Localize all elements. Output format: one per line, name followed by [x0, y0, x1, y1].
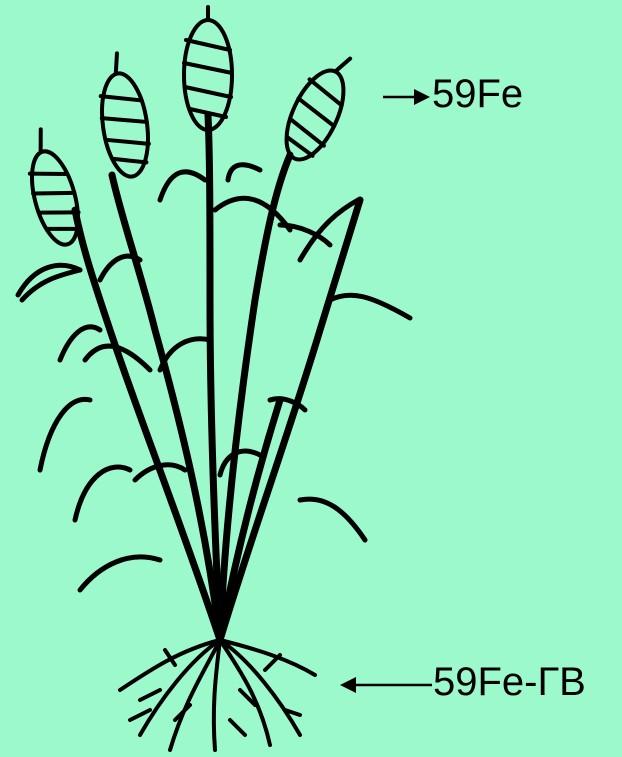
wheat-plant-icon	[18, 7, 410, 750]
label-59fe-gv: 59Fe-ГВ	[433, 662, 586, 702]
arrow-right-icon	[383, 89, 430, 105]
label-59fe: 59Fe	[432, 74, 523, 114]
ears	[18, 7, 363, 250]
arrow-left-icon	[340, 677, 432, 693]
roots	[120, 640, 315, 750]
